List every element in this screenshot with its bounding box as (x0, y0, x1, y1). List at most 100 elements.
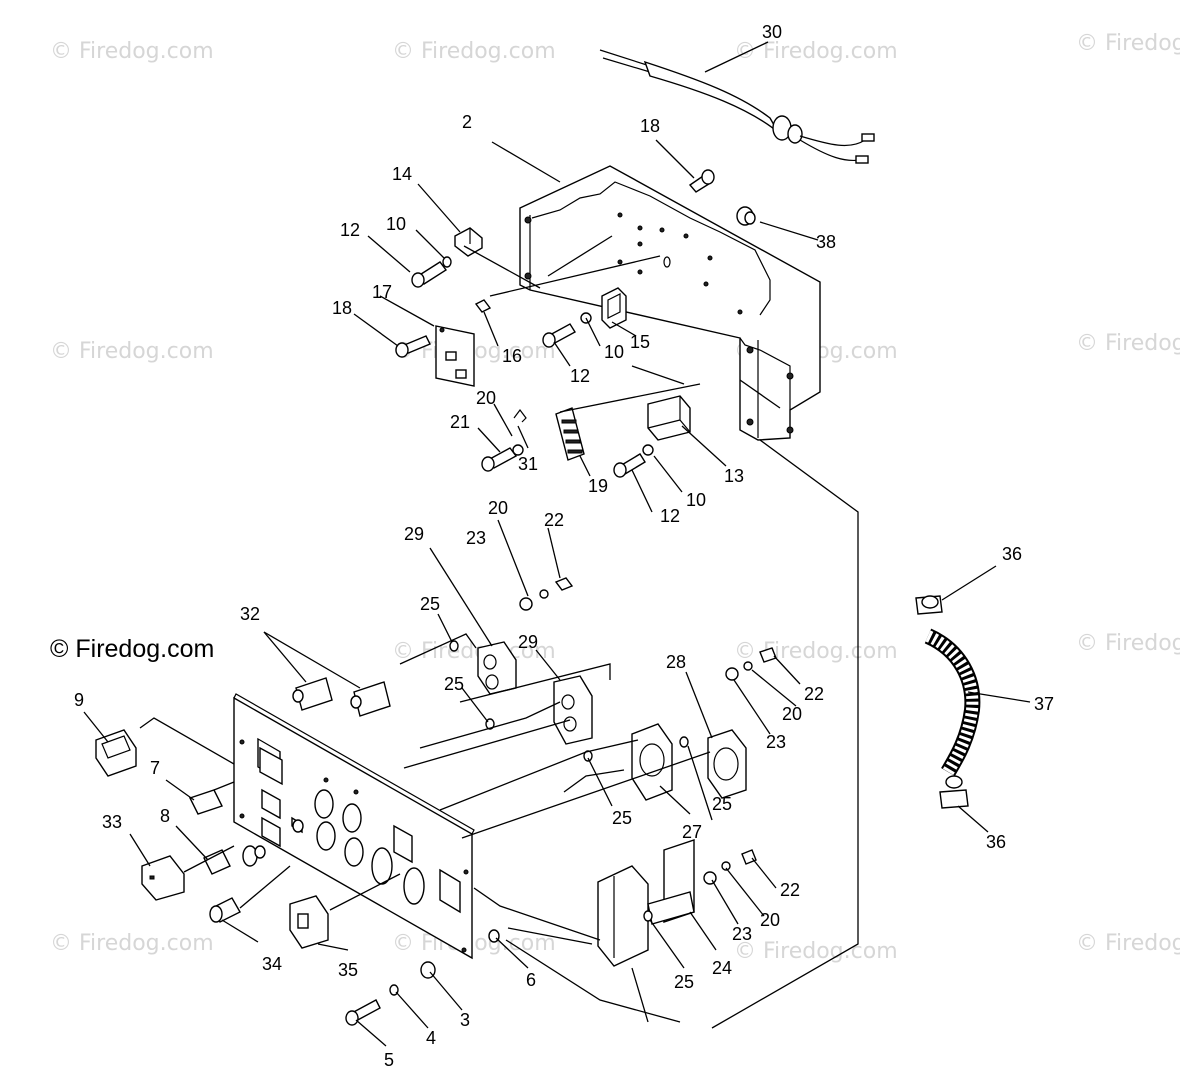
part-label: 19 (588, 476, 608, 496)
part-number-labels: 30 2 18 14 10 12 38 17 18 16 10 15 12 20… (74, 22, 1054, 1070)
part-label: 15 (630, 332, 650, 352)
part-37-hose (924, 628, 981, 777)
part-label: 12 (660, 506, 680, 526)
part-label: 28 (666, 652, 686, 672)
part-label: 29 (404, 524, 424, 544)
part-2-housing (519, 165, 821, 441)
part-label: 12 (570, 366, 590, 386)
part-18-screw-left (395, 335, 431, 358)
watermark: © Firedog.com (1076, 331, 1180, 356)
part-label: 14 (392, 164, 412, 184)
part-label: 6 (526, 970, 536, 990)
watermark: © Firedog.com (734, 639, 898, 664)
part-7-switch (189, 789, 223, 815)
part-label: 7 (150, 758, 160, 778)
part-28-twistlock-outlet (707, 729, 747, 799)
watermark: © Firedog.com (392, 39, 556, 64)
part-label: 25 (612, 808, 632, 828)
watermark: © Firedog.com (1076, 31, 1180, 56)
part-24-breaker-assembly (597, 839, 695, 967)
part-label: 22 (780, 880, 800, 900)
part-21-screw (481, 444, 524, 472)
part-18-screw-top (688, 169, 715, 193)
part-9-meter (95, 729, 137, 777)
watermark: © Firedog.com (734, 39, 898, 64)
part-label: 27 (682, 822, 702, 842)
part-38-grommet (736, 206, 756, 226)
part-label: 24 (712, 958, 732, 978)
part-label: 37 (1034, 694, 1054, 714)
part-33-outlet (141, 855, 185, 901)
part-label: 12 (340, 220, 360, 240)
part-34-fuse-holder (209, 897, 241, 923)
part-label: 23 (766, 732, 786, 752)
part-label: 3 (460, 1010, 470, 1030)
watermark: © Firedog.com (50, 39, 214, 64)
part-label: 8 (160, 806, 170, 826)
watermark: © Firedog.com (50, 339, 214, 364)
part-label: 22 (804, 684, 824, 704)
brand-label: © Firedog.com (50, 635, 214, 663)
watermark: © Firedog.com (1076, 931, 1180, 956)
watermark: © Firedog.com (734, 939, 898, 964)
part-31-jumper (513, 409, 527, 423)
washers-and-nuts (292, 577, 777, 1026)
part-label: 36 (986, 832, 1006, 852)
part-label: 20 (760, 910, 780, 930)
part-label: 38 (816, 232, 836, 252)
part-label: 25 (712, 794, 732, 814)
watermark: © Firedog.com (50, 931, 214, 956)
part-label: 25 (420, 594, 440, 614)
part-label: 10 (686, 490, 706, 510)
part-14-bracket (454, 227, 483, 257)
part-8-switch (203, 845, 266, 875)
part-label: 9 (74, 690, 84, 710)
part-label: 25 (674, 972, 694, 992)
part-19-terminal-block (555, 407, 585, 461)
part-36-clamp-bottom (939, 775, 969, 809)
part-27-twistlock-outlet (631, 723, 673, 801)
part-17-plate (435, 325, 475, 387)
watermarks: © Firedog.com © Firedog.com © Firedog.co… (50, 31, 1180, 964)
part-label: 30 (762, 22, 782, 42)
part-label: 35 (338, 960, 358, 980)
part-label: 18 (332, 298, 352, 318)
part-label: 32 (240, 604, 260, 624)
part-label: 33 (102, 812, 122, 832)
part-label: 16 (502, 346, 522, 366)
watermark: © Firedog.com (392, 639, 556, 664)
part-label: 18 (640, 116, 660, 136)
part-label: 25 (444, 674, 464, 694)
part-label: 20 (476, 388, 496, 408)
part-label: 5 (384, 1050, 394, 1070)
front-panel (233, 693, 475, 960)
part-35-receptacle (289, 895, 329, 949)
part-16-spacer (474, 299, 492, 313)
part-label: 36 (1002, 544, 1022, 564)
part-29-duplex-outlet-bottom (553, 675, 593, 745)
part-label: 21 (450, 412, 470, 432)
part-label: 23 (732, 924, 752, 944)
part-label: 10 (604, 342, 624, 362)
watermark: © Firedog.com (1076, 631, 1180, 656)
part-label: 31 (518, 454, 538, 474)
part-15-switch (601, 287, 627, 329)
part-label: 34 (262, 954, 282, 974)
watermark: © Firedog.com (392, 931, 556, 956)
part-label: 2 (462, 112, 472, 132)
part-label: 10 (386, 214, 406, 234)
part-label: 22 (544, 510, 564, 530)
leader-lines (83, 41, 1031, 1047)
part-12-10-fasteners (411, 256, 654, 478)
part-label: 29 (518, 632, 538, 652)
part-label: 17 (372, 282, 392, 302)
part-36-clamp-top (915, 595, 943, 615)
part-label: 4 (426, 1028, 436, 1048)
part-label: 20 (488, 498, 508, 518)
part-label: 13 (724, 466, 744, 486)
part-label: 20 (782, 704, 802, 724)
part-32-breakers (292, 677, 391, 717)
part-30-cable (599, 49, 875, 164)
